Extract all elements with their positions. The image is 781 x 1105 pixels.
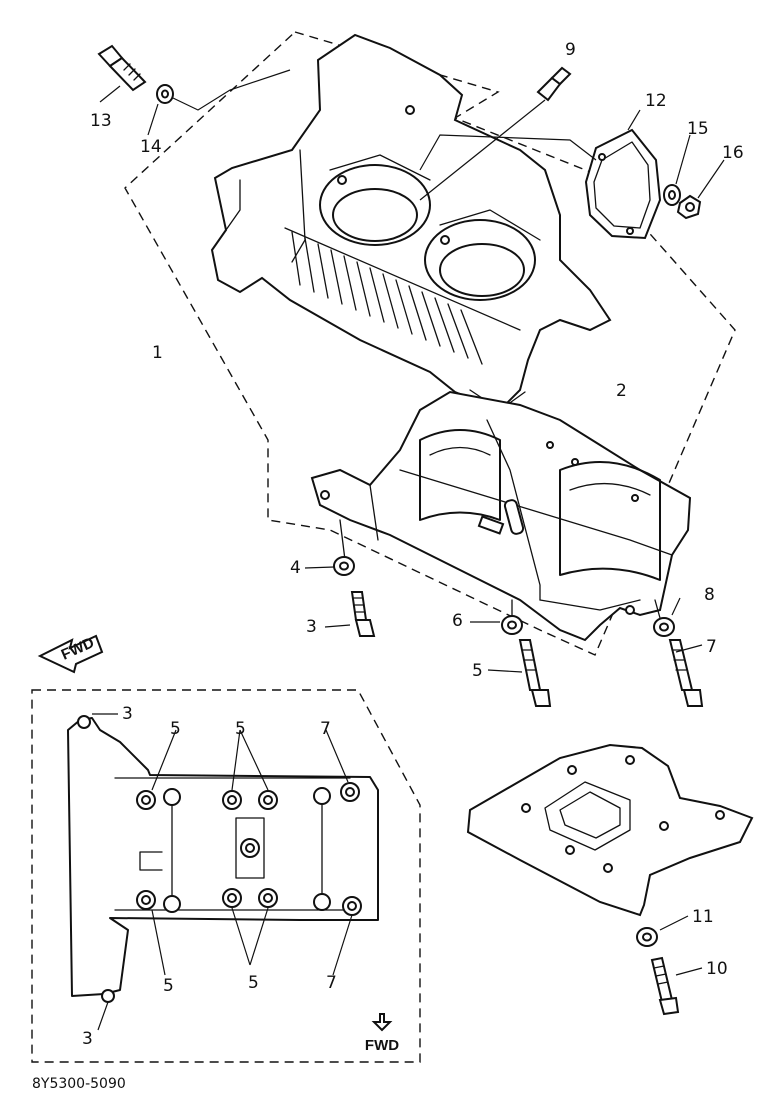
bolt-7 [668, 639, 704, 707]
callout-3: 3 [82, 1029, 93, 1049]
washer-6 [501, 615, 523, 635]
callout-9: 9 [565, 40, 576, 60]
callout-3: 3 [306, 617, 317, 637]
dowel-pin [503, 499, 525, 535]
cover-12 [584, 128, 662, 240]
callout-5: 5 [235, 719, 246, 739]
callout-15: 15 [687, 119, 709, 139]
plug-16 [676, 194, 702, 220]
callout-7: 7 [320, 719, 331, 739]
assembly-boundary-dashed [124, 31, 736, 656]
washer-4 [333, 556, 355, 576]
callout-2: 2 [616, 381, 627, 401]
bottom-view-crankcase [67, 715, 379, 1003]
callout-14: 14 [140, 137, 162, 157]
callout-1: 1 [152, 343, 163, 363]
bolt-5 [518, 639, 552, 707]
callout-3: 3 [122, 704, 133, 724]
washer-14 [156, 84, 174, 104]
callout-10: 10 [706, 959, 728, 979]
callout-4: 4 [290, 558, 301, 578]
lower-crankcase [310, 390, 692, 642]
callout-7: 7 [706, 637, 717, 657]
fwd-arrow: FWD [37, 634, 104, 674]
screw-9 [536, 66, 572, 102]
callout-5: 5 [472, 661, 483, 681]
skid-plate [466, 743, 754, 917]
callout-7: 7 [326, 973, 337, 993]
callout-5: 5 [163, 976, 174, 996]
fwd-indicator-label: FWD [365, 1037, 399, 1054]
projection-lines [339, 419, 661, 623]
callout-13: 13 [90, 111, 112, 131]
callout-11: 11 [692, 907, 714, 927]
washer-8 [653, 617, 675, 637]
bottom-view-boundary-dashed [31, 689, 421, 1063]
washer-15 [663, 184, 681, 206]
callout-16: 16 [722, 143, 744, 163]
callout-5: 5 [248, 973, 259, 993]
callout-5: 5 [170, 719, 181, 739]
washer-11 [636, 927, 658, 947]
bolt-13 [97, 44, 147, 92]
figure-code: 8Y5300-5090 [32, 1076, 126, 1092]
fwd-indicator: FWD [365, 1013, 399, 1054]
callout-6: 6 [452, 611, 463, 631]
bolt-10 [650, 956, 680, 1016]
callout-12: 12 [645, 91, 667, 111]
callout-8: 8 [704, 585, 715, 605]
bolt-3 [350, 591, 376, 637]
